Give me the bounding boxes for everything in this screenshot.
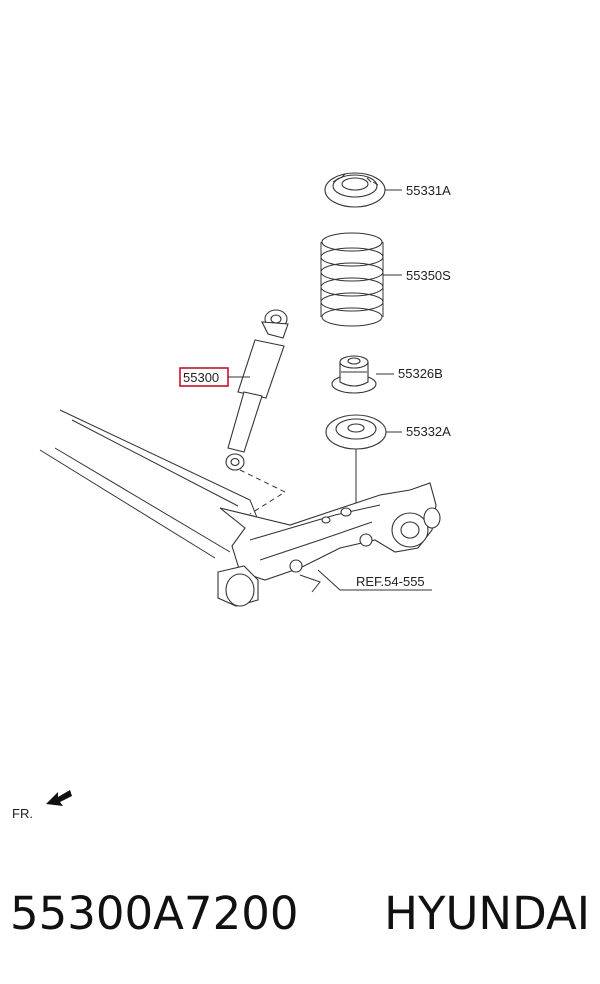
dashed-guide bbox=[239, 469, 287, 515]
shock-absorber-part bbox=[225, 309, 289, 471]
rear-axle-part bbox=[39, 409, 441, 607]
bump-stopper-part bbox=[331, 355, 377, 394]
bottom-caption: 55300A7200 HYUNDAI bbox=[10, 878, 590, 948]
callout-55331a: 55331A bbox=[406, 183, 451, 198]
callout-55300: 55300 bbox=[183, 370, 219, 385]
front-arrow-icon bbox=[46, 790, 72, 806]
front-direction-label: FR. bbox=[12, 806, 33, 821]
part-number: 55300A7200 bbox=[10, 886, 299, 940]
callout-55350s: 55350S bbox=[406, 268, 451, 283]
coil-spring-part bbox=[320, 232, 384, 327]
lower-insulator-part bbox=[325, 414, 387, 450]
callout-reference: REF.54-555 bbox=[356, 574, 425, 589]
brand-name: HYUNDAI bbox=[384, 886, 590, 940]
callout-55332a: 55332A bbox=[406, 424, 451, 439]
reference-leader bbox=[317, 569, 432, 591]
upper-insulator-part bbox=[324, 172, 386, 208]
callout-55326b: 55326B bbox=[398, 366, 443, 381]
